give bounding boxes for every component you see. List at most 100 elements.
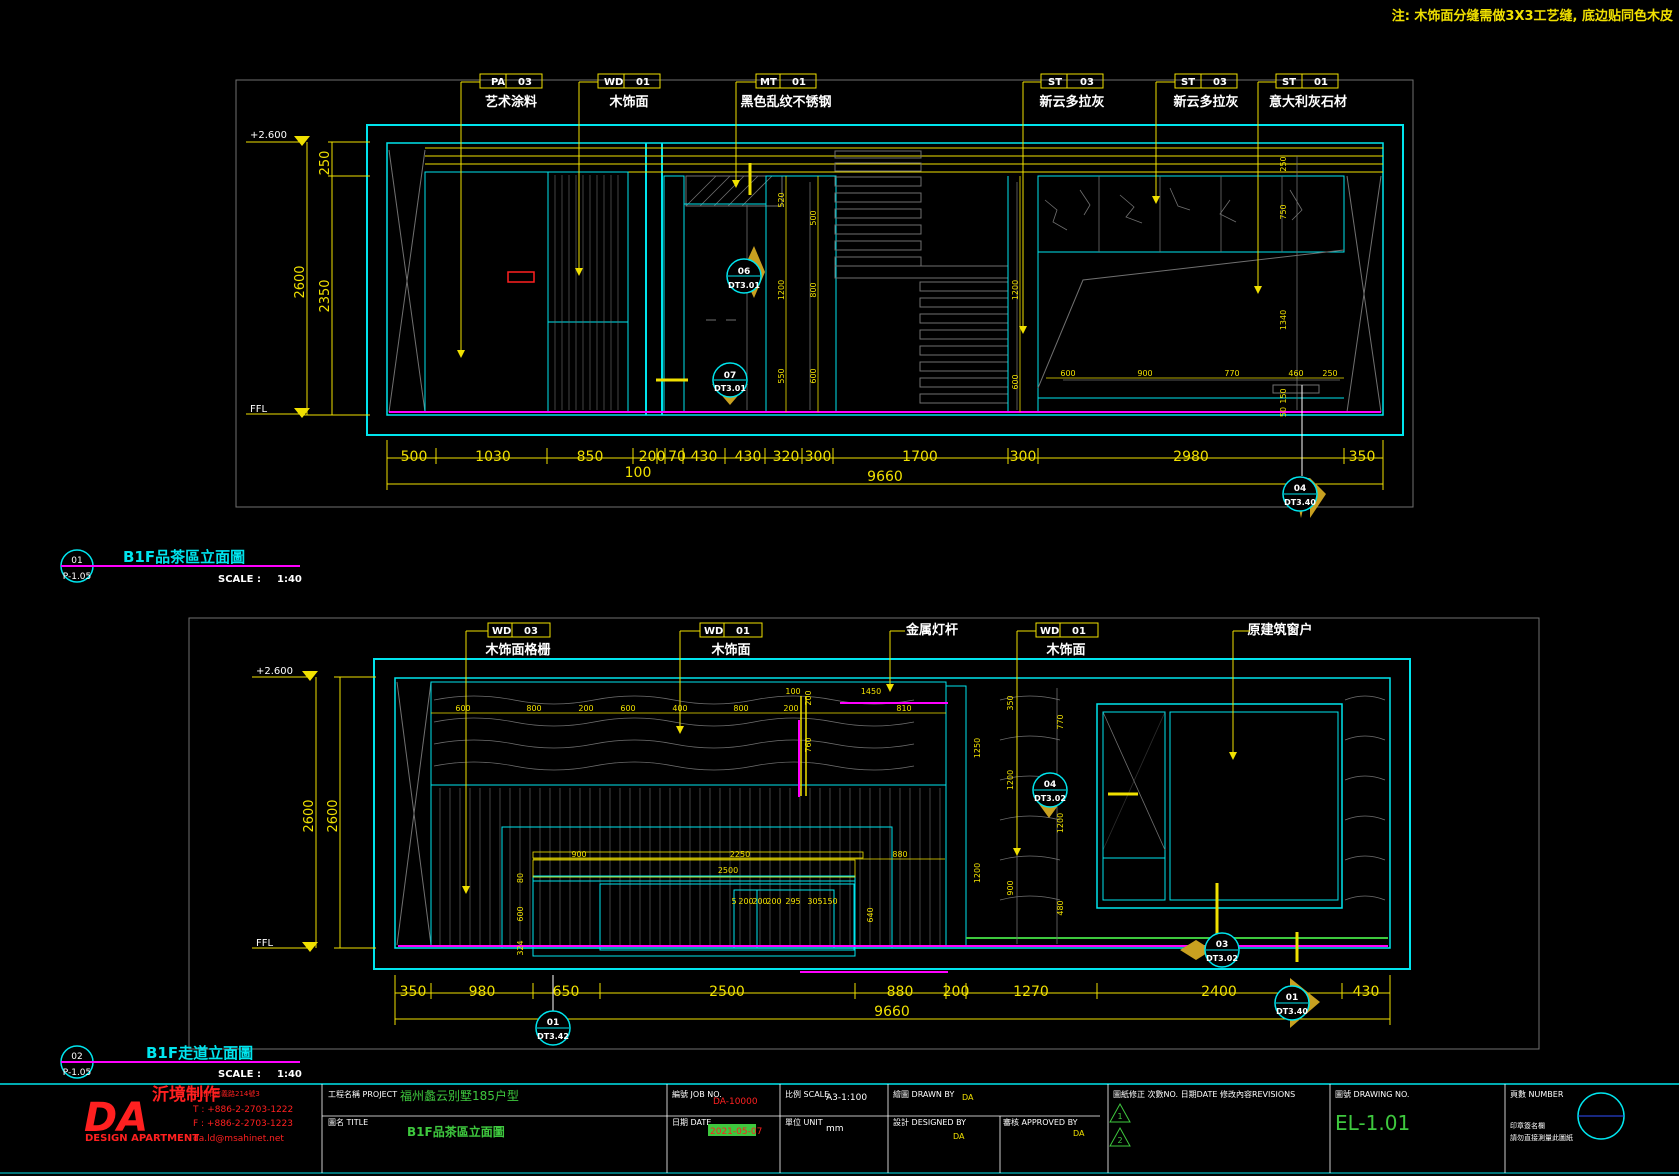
elev1-detail-callout-06[interactable]: 06 DT3.01 [726, 246, 765, 298]
svg-text:1030: 1030 [475, 449, 511, 465]
firm-logo: DA 沂境制作 DESIGN APARTMENT [84, 1084, 220, 1144]
svg-text:80: 80 [516, 873, 525, 883]
svg-text:880: 880 [887, 984, 914, 1000]
svg-text:2600: 2600 [293, 265, 308, 298]
elev2-level-bottom: FFL [256, 938, 274, 949]
elev1-detail-callout-07[interactable]: 07 DT3.01 [712, 362, 748, 405]
svg-text:2021-05-07: 2021-05-07 [710, 1127, 762, 1137]
svg-text:01: 01 [792, 77, 806, 88]
svg-text:ST: ST [1282, 77, 1296, 88]
elev1-detail-callout-04[interactable]: 04 DT3.40 [1282, 385, 1326, 518]
svg-text:760: 760 [804, 737, 813, 752]
svg-text:200: 200 [804, 690, 813, 705]
svg-text:2250: 2250 [730, 850, 750, 859]
svg-text:600: 600 [516, 906, 525, 921]
elev2-title: B1F走道立面圖 [146, 1044, 253, 1062]
elev2-total-dim: 9660 [874, 1004, 910, 1020]
svg-text:1:40: 1:40 [277, 1069, 302, 1080]
svg-text:770: 770 [1224, 369, 1239, 378]
svg-text:DT3.01: DT3.01 [714, 384, 746, 393]
elev1-level-bottom: FFL [250, 404, 268, 415]
svg-text:200: 200 [578, 704, 593, 713]
svg-text:500: 500 [401, 449, 428, 465]
svg-text:01: 01 [736, 626, 750, 637]
svg-text:250: 250 [318, 151, 333, 176]
svg-text:01: 01 [71, 556, 82, 566]
svg-text:繪圖 DRAWN BY: 繪圖 DRAWN BY [893, 1089, 954, 1099]
svg-text:DT3.40: DT3.40 [1284, 498, 1316, 507]
svg-text:04: 04 [1294, 484, 1307, 494]
elev1-dimension-chain: 500 1030 850 200 70 430 430 320 300 1700… [386, 440, 1384, 490]
elev2-detail-callout-04[interactable]: 04 DT3.02 [1032, 772, 1068, 818]
svg-text:600: 600 [809, 368, 818, 383]
svg-text:03: 03 [1213, 77, 1227, 88]
svg-text:ST: ST [1181, 77, 1195, 88]
svg-text:頁數 NUMBER: 頁數 NUMBER [1510, 1089, 1564, 1099]
svg-text:SCALE :: SCALE : [218, 574, 261, 585]
elev2-viewport-frame [188, 617, 1540, 1050]
svg-text:WD: WD [492, 626, 511, 637]
svg-text:750: 750 [1279, 204, 1288, 219]
svg-text:07: 07 [724, 371, 737, 381]
svg-text:350: 350 [400, 984, 427, 1000]
elevation-1: +2.600 FFL 250 2350 2600 520 550 1200 80… [60, 73, 1414, 585]
svg-text:200: 200 [738, 897, 753, 906]
svg-text:圖名 TITLE: 圖名 TITLE [328, 1117, 368, 1127]
svg-text:mm: mm [826, 1124, 844, 1134]
svg-text:980: 980 [469, 984, 496, 1000]
sheet-title-block: DA 沂境制作 DESIGN APARTMENT 台北市信義路214號3 T :… [0, 1083, 1679, 1174]
elev2-detail-callout-01a[interactable]: 01 DT3.42 [535, 975, 571, 1046]
svg-text:WD: WD [704, 626, 723, 637]
svg-text:1:40: 1:40 [277, 574, 302, 585]
svg-text:DT3.02: DT3.02 [1034, 794, 1066, 803]
svg-text:木饰面: 木饰面 [1045, 642, 1085, 658]
svg-text:A3-1:100: A3-1:100 [826, 1093, 867, 1103]
elev2-detail-callout-03[interactable]: 03 DT3.02 [1180, 932, 1240, 968]
svg-text:P-1.05: P-1.05 [63, 572, 92, 582]
svg-text:200: 200 [943, 984, 970, 1000]
svg-text:100: 100 [625, 465, 652, 481]
elev1-level-top: +2.600 [250, 130, 287, 141]
svg-text:2: 2 [1117, 1136, 1122, 1145]
svg-text:200: 200 [639, 449, 666, 465]
elev1-viewport-frame [235, 79, 1414, 508]
elev2-dimension-chain: 350 980 650 2500 880 200 1270 2400 430 9… [394, 975, 1391, 1025]
svg-text:880: 880 [892, 850, 907, 859]
svg-text:日期 DATE: 日期 DATE [672, 1118, 711, 1127]
svg-text:06: 06 [738, 267, 751, 277]
elev2-grille [439, 788, 941, 945]
svg-text:DT3.42: DT3.42 [537, 1032, 569, 1041]
svg-text:800: 800 [809, 282, 818, 297]
svg-text:600: 600 [1060, 369, 1075, 378]
svg-text:50: 50 [1279, 407, 1288, 417]
svg-text:DESIGN APARTMENT: DESIGN APARTMENT [85, 1133, 199, 1144]
drawing-number: EL-1.01 [1335, 1111, 1410, 1135]
svg-text:100: 100 [785, 687, 800, 696]
top-note: 注: 木饰面分缝需做3X3工艺缝, 底边贴同色木皮 [1392, 8, 1673, 24]
svg-text:審核 APPROVED BY: 審核 APPROVED BY [1003, 1117, 1078, 1127]
svg-text:770: 770 [1056, 714, 1065, 729]
svg-text:1200: 1200 [1006, 770, 1015, 790]
svg-text:DT3.40: DT3.40 [1276, 1007, 1308, 1016]
svg-text:請勿直接測量此圖紙: 請勿直接測量此圖紙 [1510, 1133, 1573, 1142]
svg-text:900: 900 [1006, 880, 1015, 895]
svg-text:900: 900 [571, 850, 586, 859]
svg-text:150: 150 [822, 897, 837, 906]
svg-text:600: 600 [620, 704, 635, 713]
svg-text:03: 03 [524, 626, 538, 637]
svg-text:艺术涂料: 艺术涂料 [485, 94, 537, 110]
svg-text:1450: 1450 [861, 687, 881, 696]
svg-text:圖號 DRAWING NO.: 圖號 DRAWING NO. [1335, 1089, 1409, 1099]
elev1-material-tags: PA 03 艺术涂料 WD 01 木饰面 MT 01 黑色乱纹不锈钢 ST 03… [457, 73, 1347, 358]
svg-text:01: 01 [1072, 626, 1086, 637]
svg-text:印章簽名欄: 印章簽名欄 [1510, 1121, 1545, 1130]
elev2-detail-callout-01b[interactable]: 01 DT3.40 [1274, 978, 1320, 1028]
svg-text:ST: ST [1048, 77, 1062, 88]
svg-text:DA-10000: DA-10000 [713, 1097, 758, 1107]
svg-text:DA: DA [1073, 1129, 1085, 1138]
svg-text:04: 04 [1044, 780, 1057, 790]
svg-text:03: 03 [1080, 77, 1094, 88]
svg-text:02: 02 [71, 1052, 82, 1062]
elev2-title-block: 02 P-1.05 B1F走道立面圖 SCALE : 1:40 [60, 1044, 302, 1080]
